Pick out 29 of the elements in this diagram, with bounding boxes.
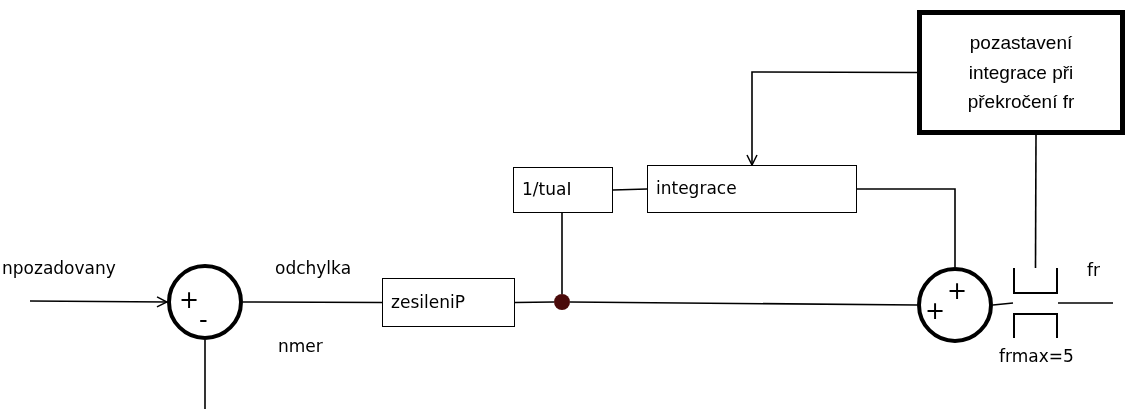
box-text: zesileniP (391, 290, 465, 314)
sign-label: + (925, 299, 946, 323)
sign-label: + (947, 279, 968, 303)
signal-line (561, 212, 563, 295)
signal-line (856, 188, 956, 268)
signal-line (1057, 302, 1114, 304)
edge-label: odchylka (275, 257, 352, 280)
signal-line (1034, 134, 1037, 269)
process-box (917, 10, 1125, 135)
edge-label: fr (1087, 259, 1100, 282)
process-box (647, 165, 857, 213)
arrow (29, 296, 168, 308)
process-box (382, 278, 515, 327)
signal-line (569, 301, 918, 306)
box-text: integrace (656, 177, 737, 201)
edge-label: npozadovany (2, 257, 116, 280)
signal-line (612, 188, 648, 191)
sign-label: - (199, 308, 208, 332)
limit-label: frmax=5 (999, 345, 1074, 368)
arrow (746, 71, 918, 166)
signal-line (204, 339, 206, 409)
signal-line (242, 301, 383, 304)
edge-label: nmer (278, 335, 323, 358)
signal-line (514, 301, 555, 304)
process-box (513, 167, 613, 213)
box-text: pozastavení integrace při překročení fr (966, 31, 1076, 115)
box-text: 1/tuaI (522, 178, 572, 202)
signal-line (992, 302, 1014, 306)
sign-label: + (179, 288, 200, 312)
